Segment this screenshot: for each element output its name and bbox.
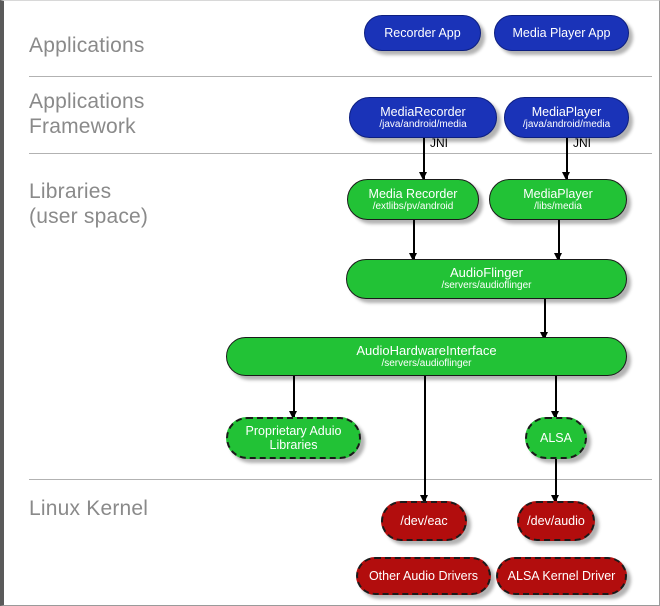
connector-mediarecorder-jni	[423, 137, 425, 179]
node-mediarecorder-framework-path: /java/android/media	[379, 118, 467, 130]
node-proprietary-audio-libraries-title-line2: Libraries	[269, 438, 318, 452]
connector-ahi-dev-eac	[424, 375, 426, 501]
node-alsa-kernel-driver[interactable]: ALSA Kernel Driver	[496, 557, 627, 595]
node-dev-audio[interactable]: /dev/audio	[517, 501, 595, 541]
node-alsa-kernel-driver-title: ALSA Kernel Driver	[507, 569, 616, 583]
node-proprietary-audio-libraries-title: Proprietary Aduio	[245, 424, 342, 438]
node-dev-audio-title: /dev/audio	[527, 514, 585, 528]
connector-mediaplayer-jni	[566, 137, 568, 179]
node-audiohardwareinterface[interactable]: AudioHardwareInterface /servers/audiofli…	[226, 337, 627, 376]
arrowhead-ahi-dev-eac	[420, 495, 428, 503]
node-media-recorder-library-path: /extlibs/pv/android	[372, 200, 454, 212]
connector-ahi-alsa	[555, 375, 557, 418]
layer-label-libraries-user-space: Libraries (user space)	[29, 180, 149, 228]
node-audiohardwareinterface-title: AudioHardwareInterface	[356, 342, 497, 358]
connector-audioflinger-audiohardwareinterface	[544, 298, 546, 340]
divider-applications-framework	[29, 153, 652, 154]
arrowhead-mediarecorderlib-audioflinger	[409, 253, 417, 261]
node-dev-eac[interactable]: /dev/eac	[381, 501, 467, 541]
node-mediaplayer-library-title: MediaPlayer	[523, 186, 593, 201]
arrowhead-ahi-proprietary	[289, 411, 297, 419]
edge-label-jni-left: JNI	[430, 136, 448, 150]
node-alsa[interactable]: ALSA	[525, 417, 587, 459]
node-audioflinger[interactable]: AudioFlinger /servers/audioflinger	[346, 259, 627, 299]
node-mediaplayer-framework-title: MediaPlayer	[531, 104, 602, 119]
connector-mediaplayerlib-audioflinger	[558, 220, 560, 260]
divider-applications	[29, 76, 652, 77]
node-mediarecorder-framework-title: MediaRecorder	[380, 104, 466, 119]
node-audioflinger-title: AudioFlinger	[450, 265, 523, 280]
connector-mediarecorderlib-audioflinger	[413, 220, 415, 260]
arrowhead-mediarecorder-jni	[419, 172, 427, 180]
connector-ahi-proprietary	[293, 375, 295, 418]
node-recorder-app-title: Recorder App	[384, 26, 461, 40]
node-proprietary-audio-libraries[interactable]: Proprietary Aduio Libraries	[226, 417, 361, 459]
node-recorder-app[interactable]: Recorder App	[364, 15, 481, 51]
edge-label-jni-right: JNI	[573, 136, 591, 150]
node-mediaplayer-framework-path: /java/android/media	[522, 118, 611, 130]
node-media-recorder-library-title: Media Recorder	[368, 186, 458, 201]
node-mediaplayer-library-path: /libs/media	[534, 200, 582, 212]
node-media-recorder-library[interactable]: Media Recorder /extlibs/pv/android	[347, 179, 479, 220]
layer-label-applications-framework: Applications Framework	[29, 90, 145, 138]
arrowhead-alsa-dev-audio	[551, 495, 559, 503]
connector-alsa-dev-audio	[555, 459, 557, 501]
node-mediaplayer-framework[interactable]: MediaPlayer /java/android/media	[504, 97, 629, 138]
node-other-audio-drivers[interactable]: Other Audio Drivers	[356, 557, 491, 595]
node-mediarecorder-framework[interactable]: MediaRecorder /java/android/media	[349, 97, 497, 138]
arrowhead-ahi-alsa	[551, 411, 559, 419]
arrowhead-audioflinger-audiohardwareinterface	[540, 332, 548, 340]
arrowhead-mediaplayerlib-audioflinger	[554, 253, 562, 261]
node-media-player-app[interactable]: Media Player App	[494, 15, 629, 51]
node-mediaplayer-library[interactable]: MediaPlayer /libs/media	[489, 179, 627, 220]
node-media-player-app-title: Media Player App	[512, 26, 611, 40]
node-audiohardwareinterface-path: /servers/audioflinger	[381, 357, 472, 369]
arrowhead-mediaplayer-jni	[562, 172, 570, 180]
layer-label-linux-kernel: Linux Kernel	[29, 497, 149, 520]
divider-linux-kernel	[29, 479, 652, 480]
node-dev-eac-title: /dev/eac	[400, 514, 448, 528]
layer-label-applications: Applications	[29, 34, 145, 57]
node-alsa-title: ALSA	[540, 431, 572, 445]
node-audioflinger-path: /servers/audioflinger	[441, 280, 532, 291]
node-other-audio-drivers-title: Other Audio Drivers	[368, 569, 479, 583]
